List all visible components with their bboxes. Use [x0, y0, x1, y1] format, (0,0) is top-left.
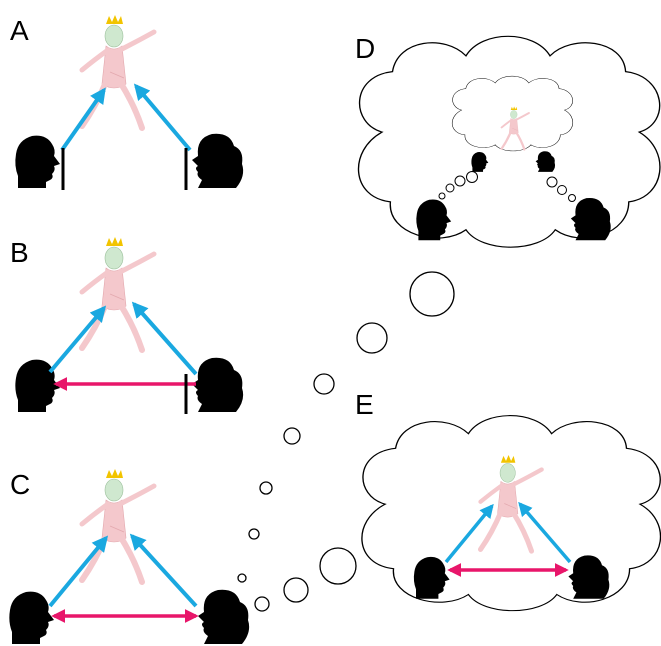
gaze-arrow-left	[48, 305, 107, 374]
thought-bubble-dot	[438, 192, 446, 200]
panel-label-b: B	[10, 237, 29, 268]
crowned-figure-icon	[82, 15, 154, 128]
female-head-silhouette-icon	[198, 589, 250, 644]
male-head-silhouette-icon	[9, 591, 54, 644]
thought-bubble-dot	[356, 322, 388, 354]
thought-bubble-dot	[259, 481, 273, 495]
thought-bubble-dot	[283, 577, 309, 603]
thought-bubble-dot	[454, 175, 466, 187]
male-head-silhouette-icon	[15, 135, 60, 188]
gaze-arrow-left	[444, 503, 494, 564]
thought-bubble-dot	[283, 427, 301, 445]
gaze-arrow-left	[48, 535, 109, 608]
panel-e	[361, 414, 661, 612]
thought-bubble-dot	[254, 596, 270, 612]
crowned-figure-icon	[82, 237, 154, 350]
thought-bubble-dot	[248, 528, 260, 540]
gaze-arrow-right	[133, 83, 192, 152]
panel-label-a: A	[10, 15, 29, 46]
thought-bubble-dot	[568, 194, 576, 202]
gaze-arrow-left	[60, 87, 106, 152]
thought-bubble-dot	[466, 171, 478, 183]
panel-label-e: E	[355, 389, 374, 420]
panel-label-d: D	[355, 33, 375, 64]
panel-d	[357, 35, 661, 248]
thought-bubble-dot	[409, 271, 455, 317]
gaze-arrow-right	[131, 301, 198, 376]
female-head-silhouette-icon	[192, 133, 244, 188]
panel-a	[15, 15, 244, 190]
female-head-silhouette-icon	[192, 357, 244, 412]
gaze-arrow-right	[129, 533, 198, 608]
panel-c	[9, 469, 250, 644]
crowned-figure-icon	[82, 469, 154, 582]
panel-label-c: C	[10, 469, 30, 500]
gaze-arrow-right	[518, 501, 572, 564]
thought-bubble-dot	[557, 185, 567, 195]
thought-bubble-dot	[319, 547, 357, 585]
thought-bubble-dot	[237, 573, 247, 583]
thought-bubble-dot	[313, 373, 335, 395]
thought-bubble-trail	[237, 271, 455, 612]
thought-bubble-dot	[445, 183, 455, 193]
panel-b	[15, 237, 244, 414]
thought-bubble-dot	[546, 176, 558, 188]
